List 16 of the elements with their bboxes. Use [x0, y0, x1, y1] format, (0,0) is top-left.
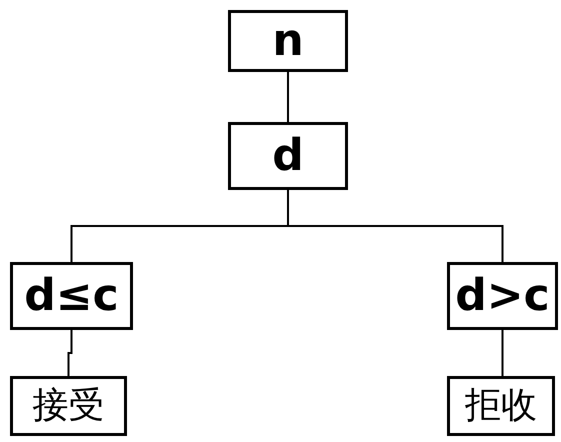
process-box — [228, 10, 348, 72]
connector-line — [287, 72, 289, 122]
node-label: d>c — [455, 274, 550, 318]
process-box — [447, 262, 558, 330]
process-box — [228, 122, 348, 190]
process-box — [10, 376, 127, 436]
node-label: d — [272, 134, 304, 178]
node-label: 拒收 — [465, 388, 537, 424]
node-label: 接受 — [32, 388, 104, 424]
connector-line — [502, 330, 504, 376]
node-label: n — [272, 19, 304, 63]
connector-line — [68, 330, 72, 376]
connector-line — [287, 190, 504, 262]
process-box — [10, 262, 133, 330]
process-box — [447, 376, 555, 436]
node-label: d≤c — [24, 274, 119, 318]
